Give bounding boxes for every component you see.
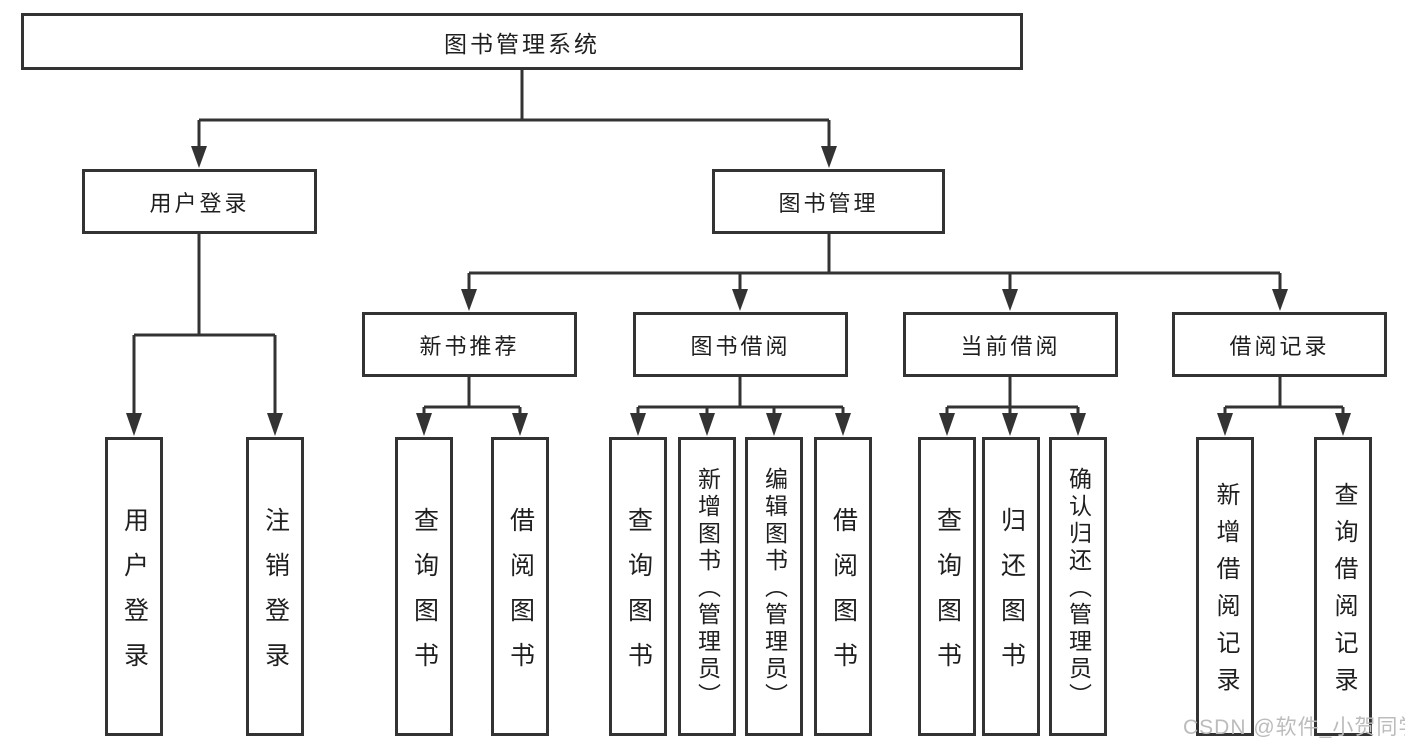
leaf-add-books-admin-label: 新增图书（管理员） <box>694 467 721 710</box>
arrowheads <box>126 146 1351 436</box>
leaf-query-borrow-record: 查询借阅记录 <box>1314 437 1372 736</box>
leaf-borrow-books: 借阅图书 <box>814 437 872 736</box>
leaf-add-borrow-record: 新增借阅记录 <box>1196 437 1254 736</box>
node-new-book-recommend-label: 新书推荐 <box>419 333 520 359</box>
leaf-confirm-return-admin-label: 确认归还（管理员） <box>1065 467 1092 710</box>
leaf-borrow-books-recommend-label: 借阅图书 <box>506 506 535 687</box>
leaf-user-login: 用户登录 <box>105 437 163 736</box>
node-book-management: 图书管理 <box>712 169 945 234</box>
node-current-borrowing: 当前借阅 <box>903 312 1118 377</box>
leaf-edit-books-admin: 编辑图书（管理员） <box>745 437 803 736</box>
leaf-logout-label: 注销登录 <box>261 506 290 687</box>
node-user-login-label: 用户登录 <box>149 190 250 216</box>
node-user-login: 用户登录 <box>82 169 317 234</box>
leaf-query-books-current-label: 查询图书 <box>933 506 962 687</box>
node-borrowing-records-label: 借阅记录 <box>1229 333 1330 359</box>
leaf-edit-books-admin-label: 编辑图书（管理员） <box>761 467 788 710</box>
leaf-confirm-return-admin: 确认归还（管理员） <box>1049 437 1107 736</box>
node-root: 图书管理系统 <box>21 13 1023 70</box>
leaf-query-books-recommend-label: 查询图书 <box>410 506 439 687</box>
leaf-query-borrow-record-label: 查询借阅记录 <box>1330 482 1357 704</box>
leaf-query-books-borrowing: 查询图书 <box>609 437 667 736</box>
leaf-query-books-current: 查询图书 <box>918 437 976 736</box>
csdn-watermark: CSDN @软件_小贺同学 <box>1183 716 1405 739</box>
leaf-add-books-admin: 新增图书（管理员） <box>678 437 736 736</box>
leaf-query-books-recommend: 查询图书 <box>395 437 453 736</box>
node-root-label: 图书管理系统 <box>444 30 600 57</box>
leaf-query-books-borrowing-label: 查询图书 <box>624 506 653 687</box>
node-borrowing-records: 借阅记录 <box>1172 312 1387 377</box>
node-book-borrowing-label: 图书借阅 <box>690 333 791 359</box>
leaf-user-login-label: 用户登录 <box>120 506 149 687</box>
leaf-borrow-books-label: 借阅图书 <box>829 506 858 687</box>
node-new-book-recommend: 新书推荐 <box>362 312 577 377</box>
leaf-logout: 注销登录 <box>246 437 304 736</box>
connector-lines <box>132 69 1345 416</box>
node-book-management-label: 图书管理 <box>778 190 879 216</box>
leaf-add-borrow-record-label: 新增借阅记录 <box>1212 482 1239 704</box>
leaf-borrow-books-recommend: 借阅图书 <box>491 437 549 736</box>
node-book-borrowing: 图书借阅 <box>633 312 848 377</box>
node-current-borrowing-label: 当前借阅 <box>960 333 1061 359</box>
leaf-return-books-label: 归还图书 <box>997 506 1026 687</box>
leaf-return-books: 归还图书 <box>982 437 1040 736</box>
